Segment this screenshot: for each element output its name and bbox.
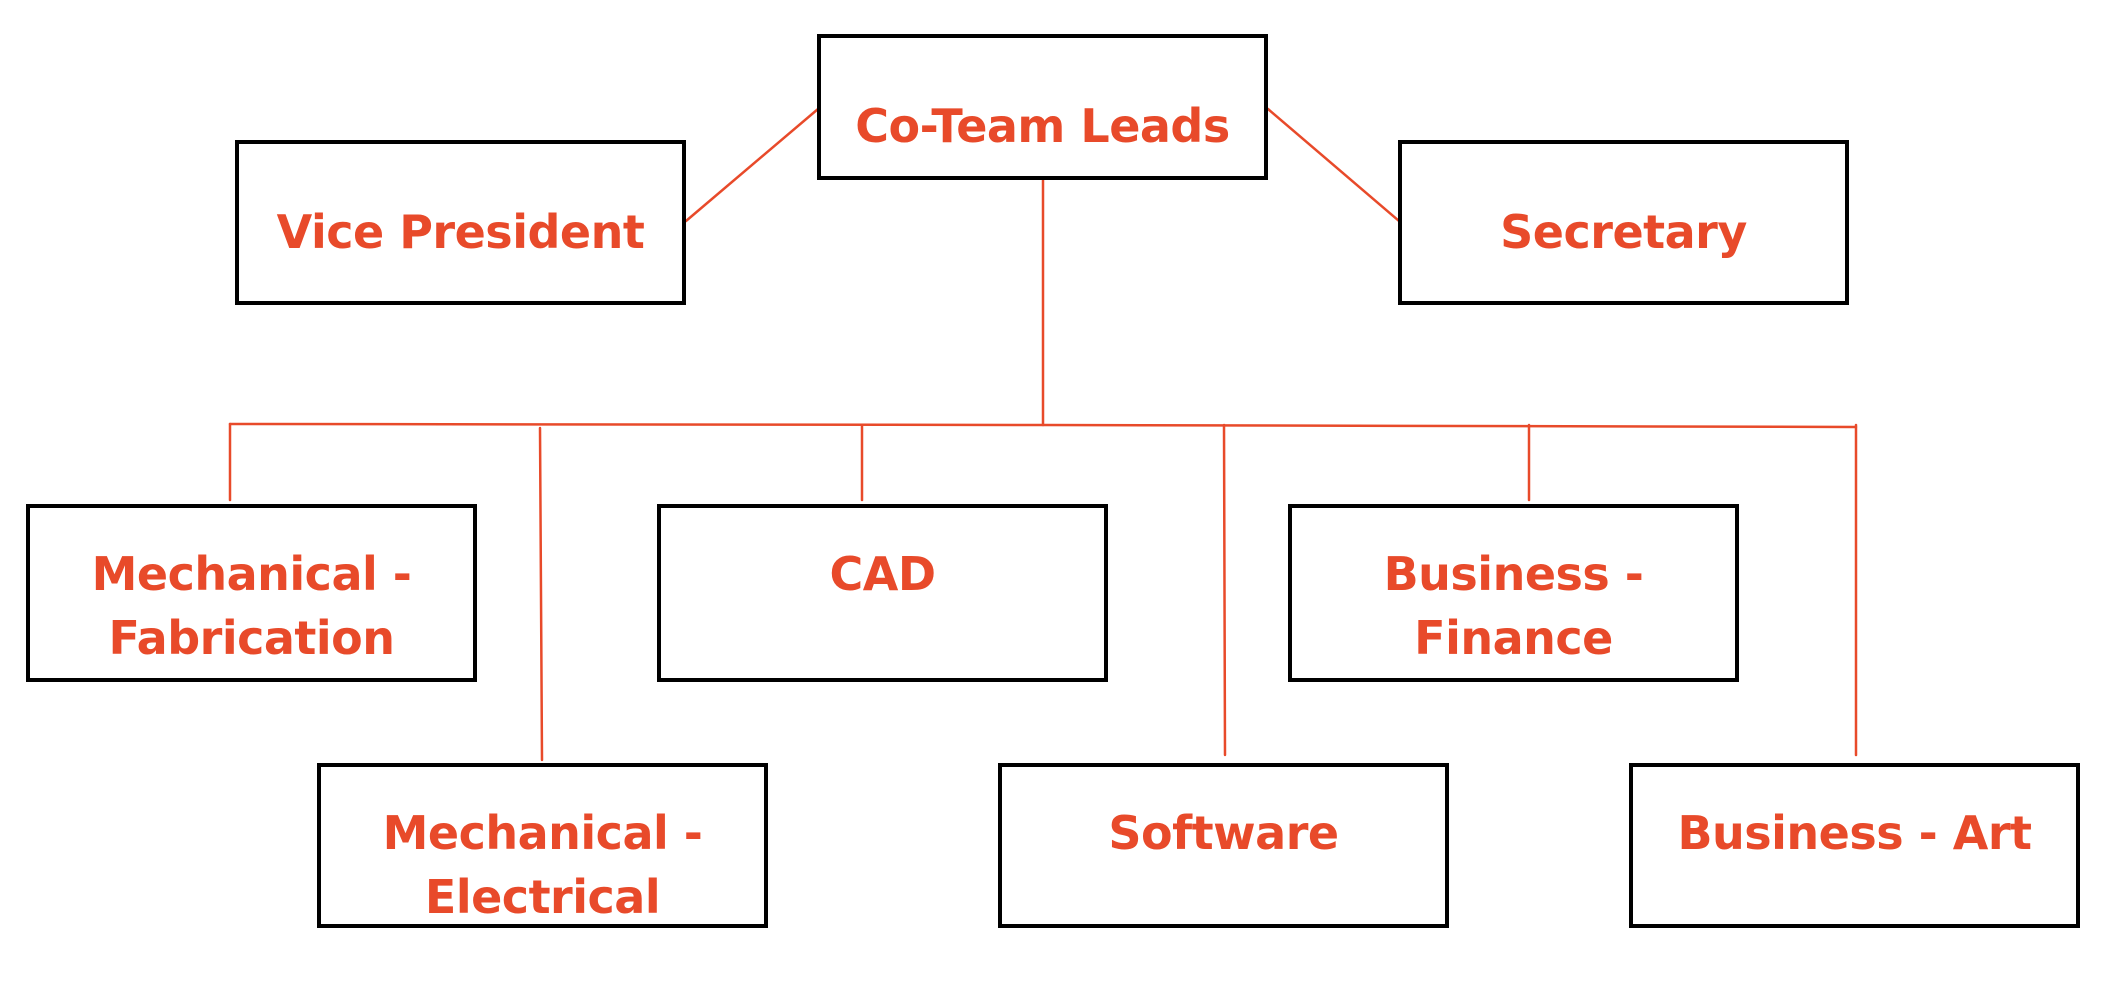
node-cad: CAD <box>657 504 1108 682</box>
node-mechanical-fabrication: Mechanical - Fabrication <box>26 504 477 682</box>
node-mechanical-electrical: Mechanical - Electrical <box>317 763 768 928</box>
node-label-line: CAD <box>829 547 936 601</box>
node-vice-president: Vice President <box>235 140 686 305</box>
node-label-line: Business - <box>1383 547 1644 601</box>
node-label-line: Software <box>1108 806 1339 860</box>
connector-to-software <box>1222 423 1227 757</box>
connector-subteam-bus <box>228 422 1858 429</box>
node-label-line: Vice President <box>276 205 645 259</box>
connector-to-mechanical-electrical <box>538 426 544 762</box>
node-co-team-leads: Co-Team Leads <box>817 34 1268 180</box>
node-secretary: Secretary <box>1398 140 1849 305</box>
node-label-line: Mechanical - <box>91 547 412 601</box>
node-label-line: Finance <box>1414 611 1613 665</box>
connector-lead-to-secretary <box>1266 107 1401 223</box>
node-business-finance: Business - Finance <box>1288 504 1739 682</box>
node-label-line: Co-Team Leads <box>855 99 1230 153</box>
node-label-line: Mechanical - <box>382 806 703 860</box>
node-label-line: Business - Art <box>1677 806 2032 860</box>
node-software: Software <box>998 763 1449 928</box>
node-label-line: Secretary <box>1500 205 1747 259</box>
node-label-line: Fabrication <box>108 611 395 665</box>
node-business-art: Business - Art <box>1629 763 2080 928</box>
connector-lead-to-vice-president <box>684 107 820 223</box>
node-label-line: Electrical <box>424 870 661 924</box>
